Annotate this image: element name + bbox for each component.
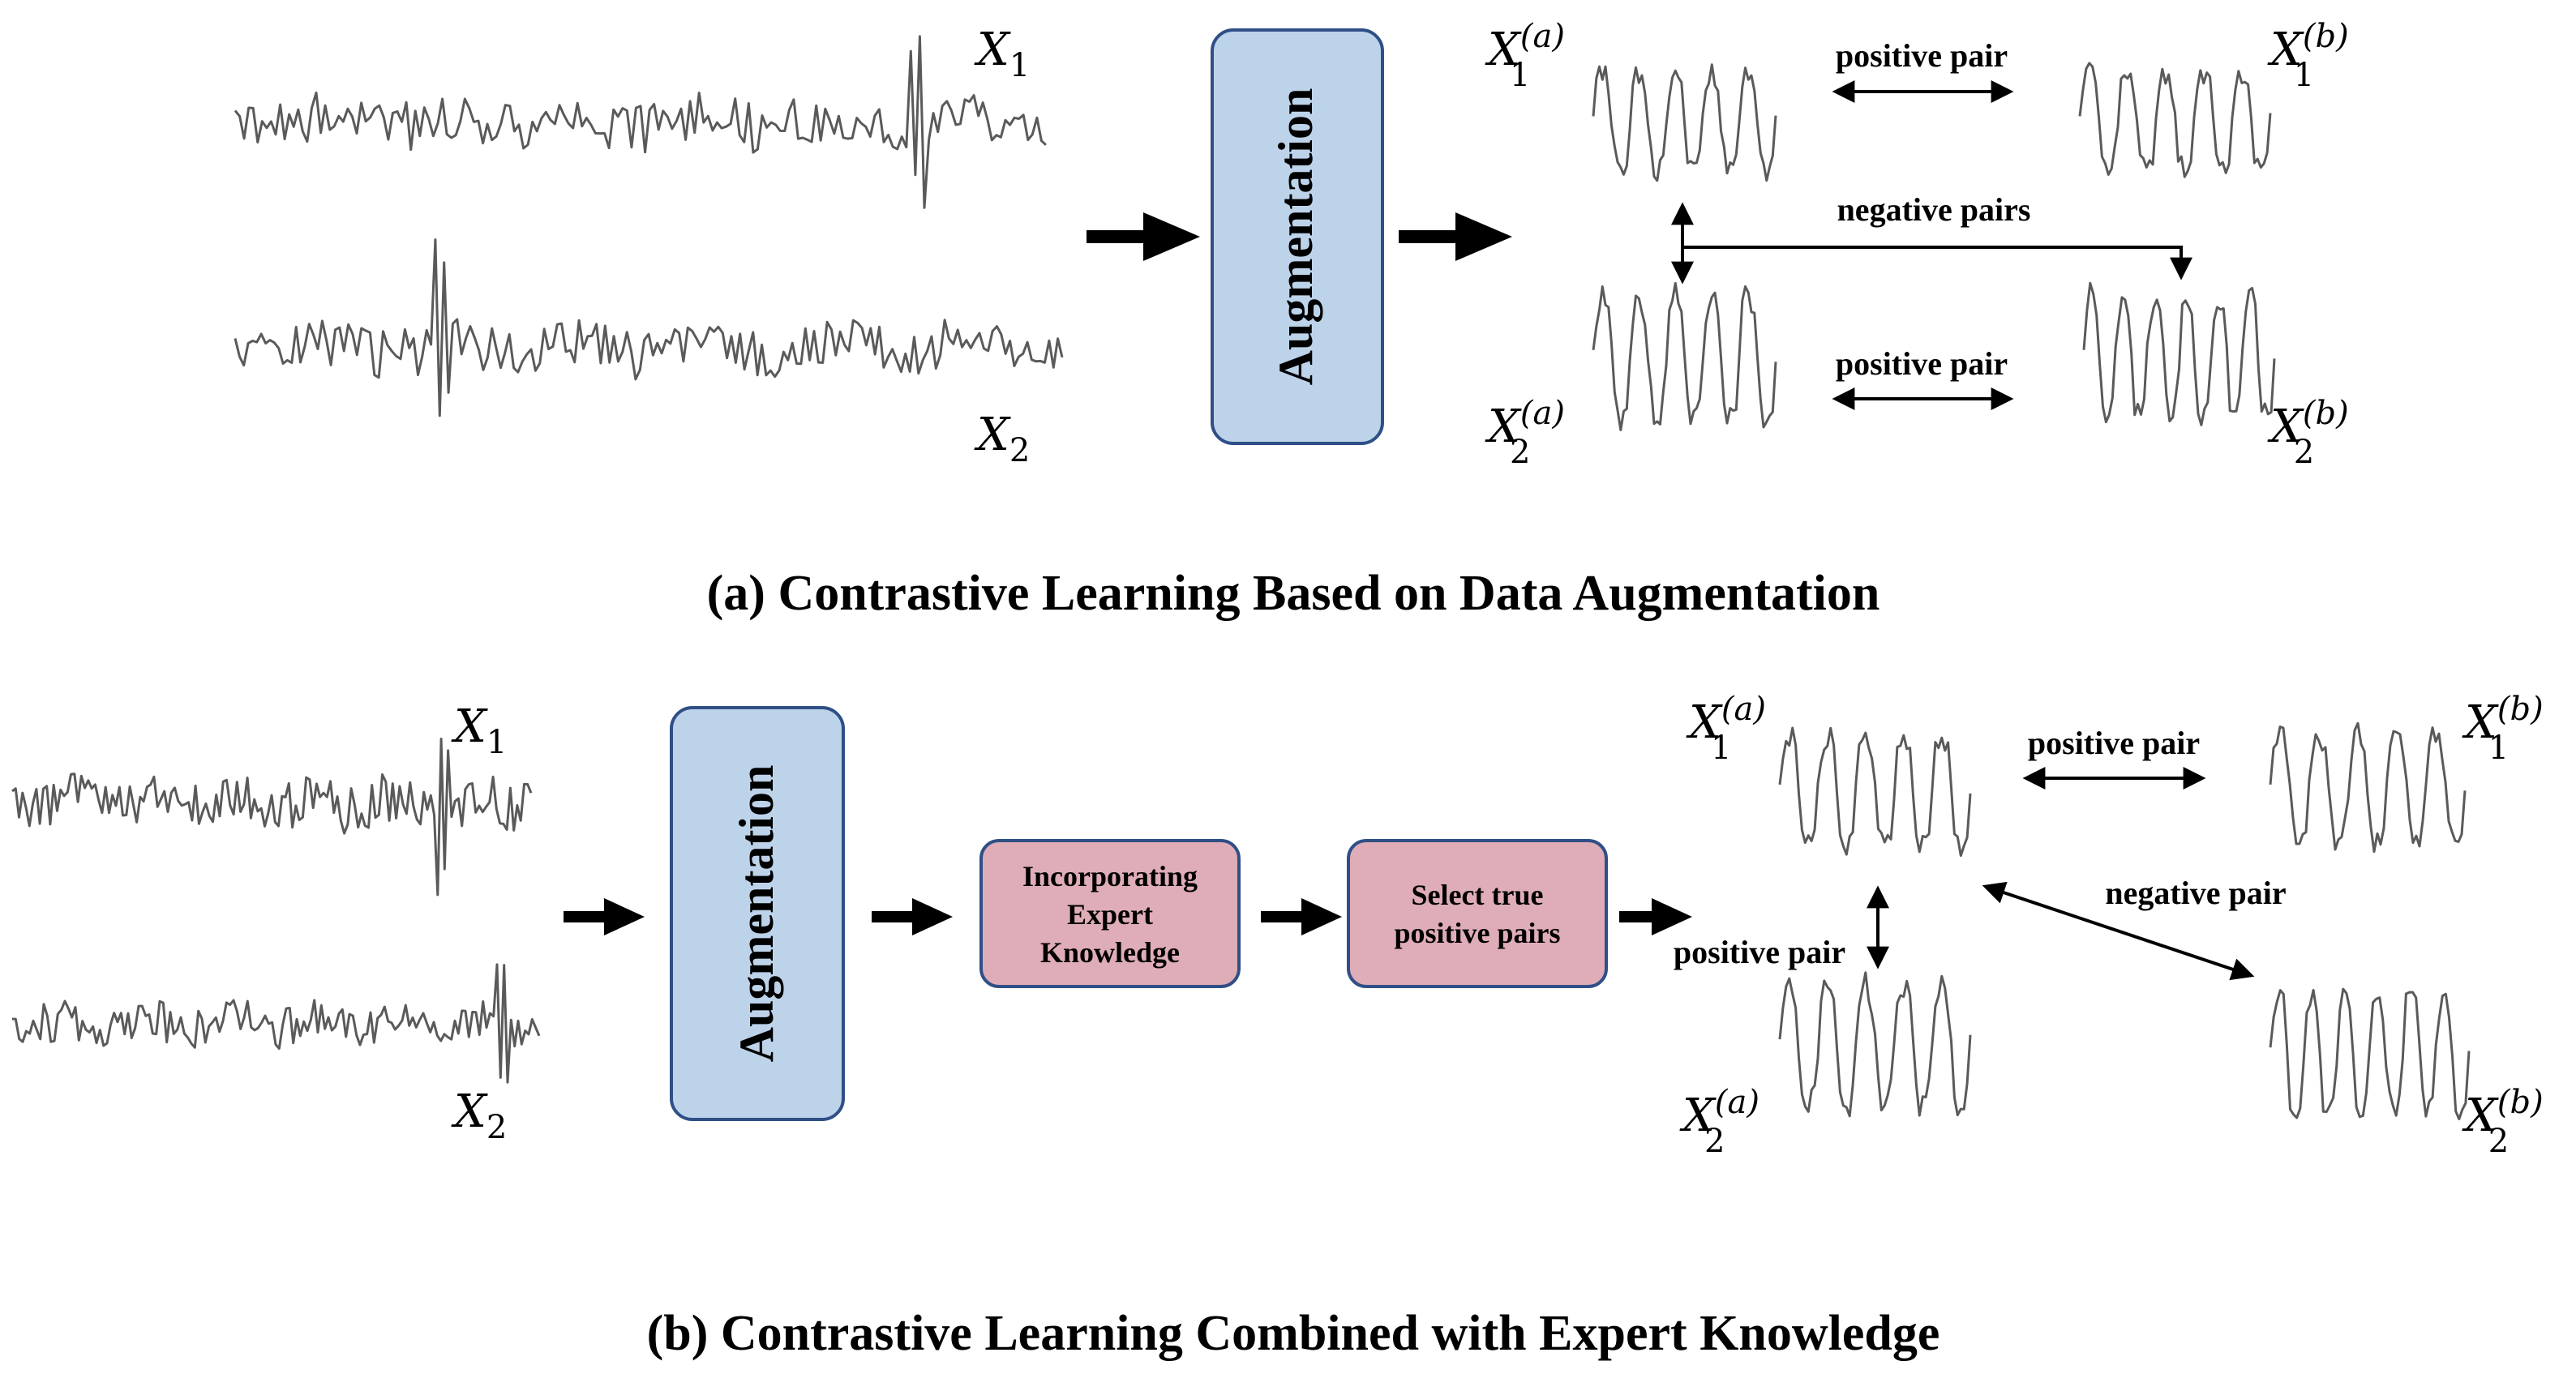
positive-pair-label-a-top: positive pair	[1836, 37, 2008, 74]
signal-b-x1	[11, 738, 533, 897]
arrow-b-2	[872, 898, 953, 935]
negative-pairs-label-a: negative pairs	[1837, 191, 2031, 228]
augmentation-box-a	[1211, 28, 1384, 445]
augmentation-label-b: Augmentation	[730, 765, 783, 1063]
label-b-x1: X1	[451, 700, 507, 761]
expert-knowledge-box	[979, 839, 1241, 988]
expert-box-line-3: Knowledge	[1040, 936, 1180, 969]
negative-pair-arrow-b	[1982, 881, 2255, 981]
arrow-b-1	[564, 898, 645, 935]
signal-a-x2a	[1592, 281, 1777, 431]
augmentation-box-b	[670, 706, 845, 1121]
signal-a-x2	[234, 238, 1064, 417]
label-b-x2: X2	[451, 1085, 507, 1146]
negative-pair-label-b: negative pair	[2105, 875, 2286, 911]
arrow-b-4	[1619, 898, 1692, 935]
signal-b-x2b	[2269, 987, 2471, 1120]
caption-b: (b) Contrastive Learning Combined with E…	[647, 1306, 1940, 1361]
signal-a-x2b	[2082, 281, 2276, 426]
augmentation-label-a: Augmentation	[1269, 88, 1322, 386]
negative-pairs-connector-a	[1682, 246, 2192, 280]
signal-b-x2a	[1778, 971, 1972, 1118]
panel-a: X1 X2 Augmentation X(a)1 X(b)1 X(a)2 X(b…	[234, 18, 2349, 621]
signal-b-x1a	[1778, 726, 1972, 857]
arrow-a-output	[1399, 212, 1512, 261]
label-b-x1b: X(b)1	[2462, 691, 2544, 767]
signal-b-x2	[11, 963, 541, 1084]
label-b-x2a: X(a)2	[1679, 1084, 1759, 1160]
signal-a-x1	[234, 35, 1048, 209]
select-box-line-2: positive pairs	[1394, 917, 1560, 949]
arrow-b-3	[1261, 898, 1342, 935]
arrow-a-input	[1087, 212, 1200, 261]
label-a-x2: X2	[974, 409, 1030, 469]
panel-b: X1 X2 Augmentation Incorporating Expert …	[11, 691, 2544, 1361]
label-a-x2a: X(a)2	[1485, 395, 1565, 471]
signal-b-x1b	[2269, 721, 2467, 854]
expert-box-line-1: Incorporating	[1022, 860, 1198, 892]
label-b-x1a: X(a)1	[1686, 691, 1766, 767]
label-a-x1: X1	[974, 24, 1030, 84]
signal-a-x1a	[1592, 63, 1777, 182]
label-b-x2b: X(b)2	[2462, 1084, 2544, 1160]
caption-a: (a) Contrastive Learning Based on Data A…	[707, 566, 1880, 621]
select-positive-pairs-box	[1347, 839, 1608, 988]
label-a-x1a: X(a)1	[1485, 18, 1565, 94]
positive-pair-label-a-bottom: positive pair	[1836, 345, 2008, 382]
positive-pair-label-b-top: positive pair	[2028, 725, 2200, 761]
select-box-line-1: Select true	[1412, 879, 1544, 911]
expert-box-line-2: Expert	[1067, 898, 1153, 931]
label-a-x1b: X(b)1	[2267, 18, 2349, 94]
positive-pair-label-b-vertical: positive pair	[1674, 934, 1845, 970]
signal-a-x1b	[2078, 62, 2272, 178]
label-a-x2b: X(b)2	[2267, 395, 2349, 471]
